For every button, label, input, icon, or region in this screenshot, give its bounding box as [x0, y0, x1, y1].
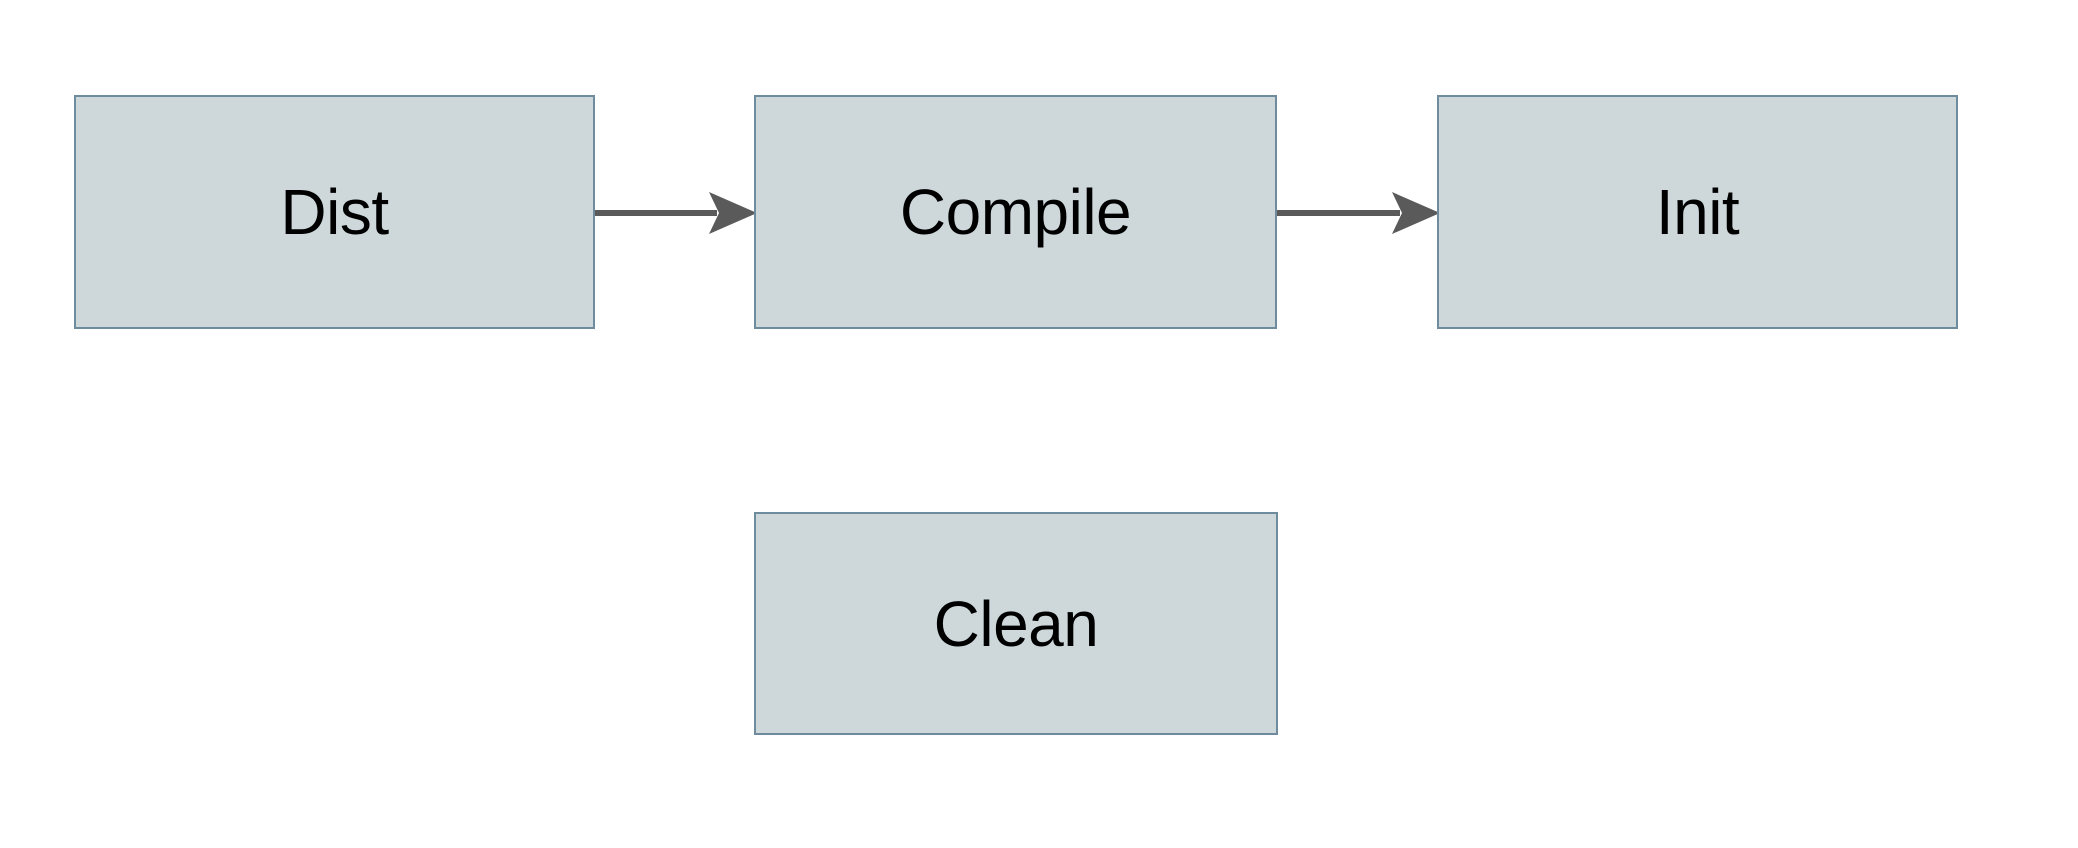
node-compile-label: Compile: [899, 176, 1132, 248]
node-init[interactable]: Init: [1437, 95, 1958, 329]
arrowhead-icon: [1392, 192, 1440, 234]
node-dist[interactable]: Dist: [74, 95, 595, 329]
node-clean[interactable]: Clean: [754, 512, 1278, 735]
edge-dist-to-compile[interactable]: [595, 183, 757, 243]
node-compile[interactable]: Compile: [754, 95, 1277, 329]
node-dist-label: Dist: [280, 176, 389, 248]
node-init-label: Init: [1655, 176, 1740, 248]
arrowhead-icon: [709, 192, 757, 234]
edge-compile-to-init[interactable]: [1277, 183, 1440, 243]
node-clean-label: Clean: [933, 587, 1099, 660]
